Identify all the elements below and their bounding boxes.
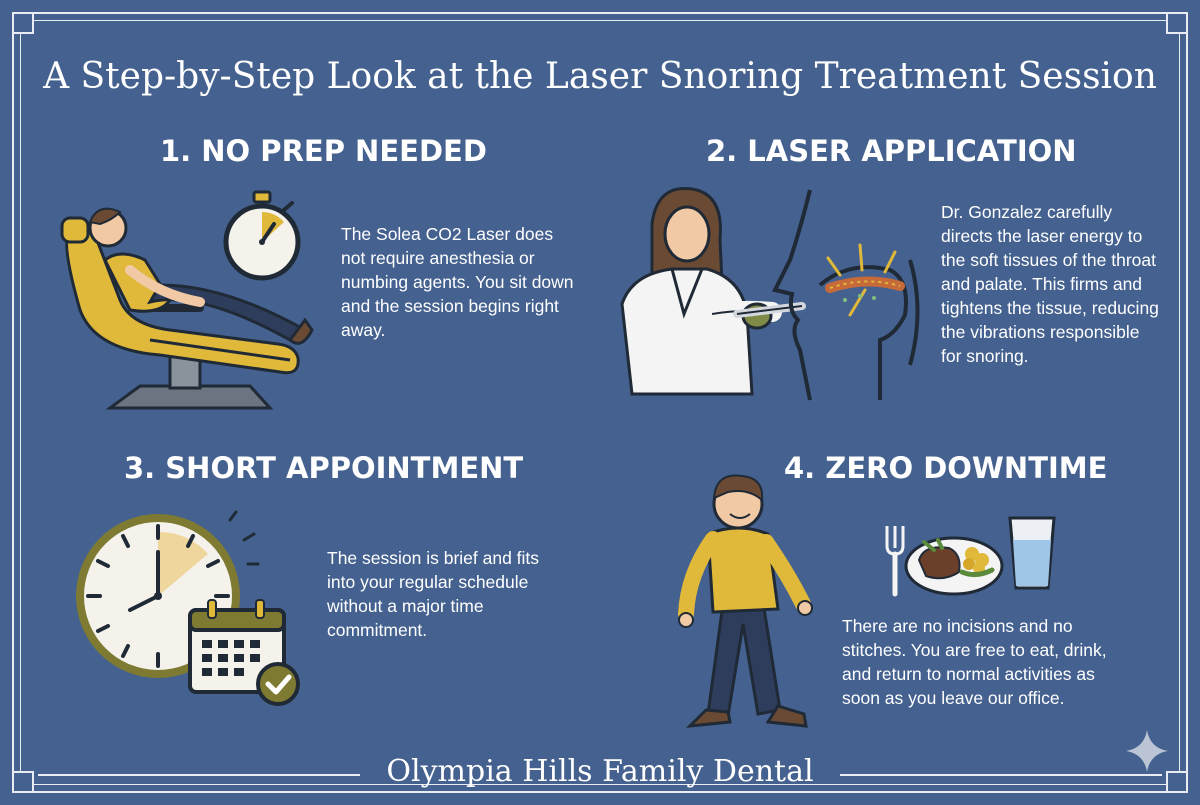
footer-divider-right bbox=[840, 774, 1162, 776]
section-body-no-prep: The Solea CO2 Laser does not require ane… bbox=[341, 224, 574, 340]
practice-name: Olympia Hills Family Dental bbox=[386, 754, 814, 789]
page-title: A Step-by-Step Look at the Laser Snoring… bbox=[43, 56, 1157, 97]
sparkle-icon bbox=[1126, 730, 1168, 772]
walking-man-icon bbox=[678, 474, 813, 728]
section-body-laser-application: Dr. Gonzalez carefully directs the laser… bbox=[941, 202, 1159, 366]
reclining-patient-icon bbox=[60, 207, 314, 410]
section-heading-zero-downtime: 4. ZERO DOWNTIME bbox=[784, 451, 1108, 485]
section-body-short-appointment: The session is brief and fits into your … bbox=[327, 548, 540, 640]
section-heading-short-appointment: 3. SHORT APPOINTMENT bbox=[124, 451, 524, 485]
inner-border bbox=[20, 20, 1180, 785]
throat-cross-section-icon bbox=[772, 189, 920, 401]
corner-ornament bbox=[12, 12, 34, 34]
corner-ornament bbox=[12, 771, 34, 793]
outer-border bbox=[12, 12, 1188, 793]
corner-ornament bbox=[1166, 771, 1188, 793]
section-heading-no-prep: 1. NO PREP NEEDED bbox=[160, 134, 487, 168]
dentist-with-laser-icon bbox=[620, 186, 806, 396]
corner-ornament bbox=[1166, 12, 1188, 34]
fork-icon bbox=[885, 526, 905, 597]
section-heading-laser-application: 2. LASER APPLICATION bbox=[706, 134, 1077, 168]
footer-divider-left bbox=[38, 774, 360, 776]
calendar-check-icon bbox=[188, 599, 300, 706]
meal-plate-icon bbox=[904, 536, 1004, 596]
stopwatch-icon bbox=[223, 190, 301, 281]
water-glass-icon bbox=[1008, 516, 1056, 590]
section-body-zero-downtime: There are no incisions and no stitches. … bbox=[842, 616, 1107, 708]
